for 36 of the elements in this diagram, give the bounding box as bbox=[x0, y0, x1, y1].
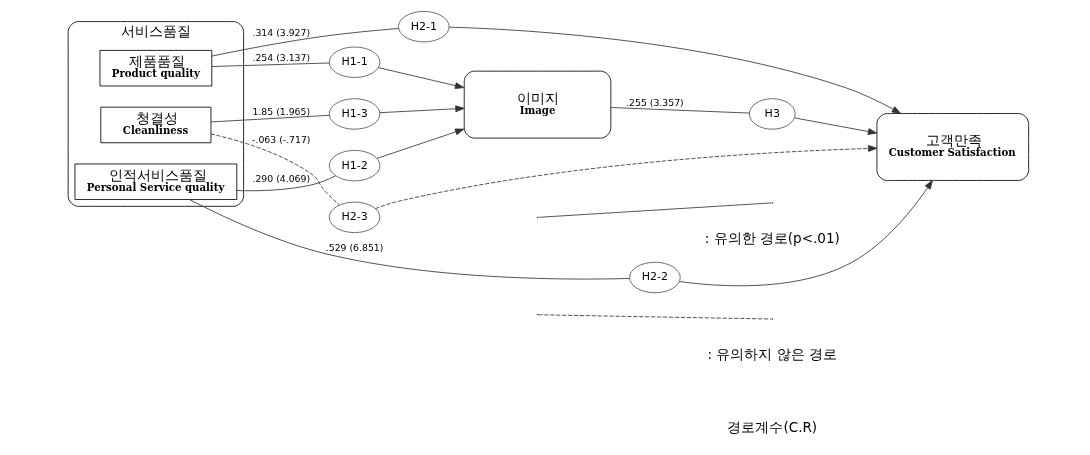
node-ellipse: H2-1 bbox=[398, 11, 450, 43]
node-ellipse: H1-2 bbox=[328, 149, 381, 182]
edge-label: .290 (4.069) bbox=[252, 173, 311, 185]
edge-label: .314 (3.927) bbox=[252, 26, 311, 38]
connector bbox=[211, 28, 399, 57]
edge-label: .255 (3.357) bbox=[626, 97, 684, 109]
arrow bbox=[794, 117, 878, 135]
connector bbox=[236, 175, 336, 192]
arrow bbox=[376, 128, 465, 159]
arrow bbox=[678, 180, 933, 287]
edge-label: -.063 (-.717) bbox=[252, 134, 311, 146]
legend-label: : 유의한 경로(p<.01) bbox=[704, 229, 840, 246]
node-box: 제품품질 Product quality bbox=[99, 49, 213, 87]
node-ellipse: H3 bbox=[748, 98, 796, 130]
legend-label: : 유의하지 않은 경로 bbox=[707, 345, 838, 362]
connector bbox=[210, 114, 330, 123]
connector bbox=[211, 62, 330, 67]
arrow bbox=[374, 145, 878, 210]
edge-label: 1.85 (1.965) bbox=[252, 105, 311, 117]
node-ellipse: H1-1 bbox=[328, 46, 381, 78]
node-box: 인적서비스품질 Personal Service quality bbox=[74, 163, 238, 200]
connector bbox=[189, 199, 631, 280]
label: 경로계수(C.R) bbox=[727, 418, 818, 435]
edge-label: .529 (6.851) bbox=[325, 242, 384, 254]
arrow bbox=[377, 67, 465, 89]
arrow bbox=[448, 26, 902, 114]
node-box: 고객만족 Customer Satisfaction bbox=[876, 113, 1030, 181]
connector bbox=[210, 133, 340, 206]
node-box: 이미지 Image bbox=[463, 70, 612, 139]
connector bbox=[610, 107, 750, 114]
arrow bbox=[379, 105, 465, 114]
node-ellipse: H2-3 bbox=[328, 201, 381, 233]
edge-label: .254 (3.137) bbox=[252, 52, 311, 64]
node-box: 청결성 Cleanliness bbox=[100, 106, 212, 144]
node-ellipse: H1-3 bbox=[328, 98, 381, 130]
node-ellipse: H2-2 bbox=[629, 261, 681, 294]
